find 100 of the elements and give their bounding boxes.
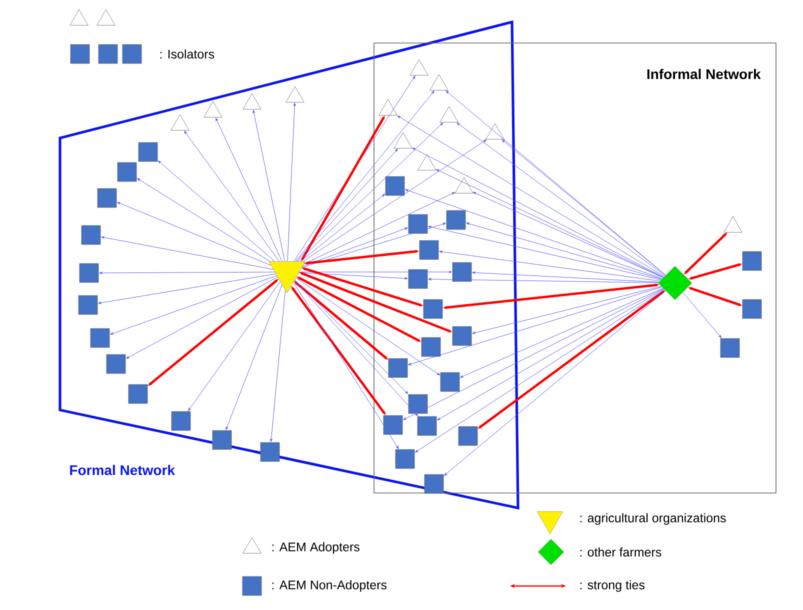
non-adopter-square: [742, 251, 762, 271]
non-adopter-square: [90, 328, 110, 348]
tie-arrow: [436, 169, 664, 278]
tie-arrow: [472, 192, 664, 278]
tie-arrow: [270, 290, 286, 442]
non-adopter-square: [81, 225, 101, 245]
non-adopter-square: [70, 44, 90, 64]
farmer-diamond: [658, 266, 692, 300]
adopter-triangle: [486, 123, 504, 140]
tie-arrow: [216, 118, 282, 262]
tie-arrow: [293, 282, 399, 449]
tie-arrow: [294, 280, 408, 394]
non-adopter-square: [98, 44, 118, 64]
non-adopter-square: [138, 142, 158, 162]
tie-arrow: [101, 236, 274, 270]
adopter-triangle: [70, 9, 88, 26]
tie-arrow: [226, 284, 282, 430]
tie-arrow: [439, 250, 660, 282]
non-adopter-square: [395, 449, 415, 469]
non-adopter-square: [423, 299, 443, 319]
tie-arrow: [252, 110, 286, 262]
tie-arrow: [304, 192, 455, 264]
tie-arrow: [296, 148, 398, 262]
non-adopter-square: [388, 358, 408, 378]
non-adopter-square: [440, 372, 460, 392]
non-adopter-square: [79, 263, 99, 283]
tie-arrow: [456, 122, 666, 276]
tie-arrow: [184, 130, 280, 262]
adopter-triangle: [242, 93, 262, 110]
adopter-triangle: [96, 9, 116, 26]
tie-arrow: [110, 275, 277, 335]
tie-arrow: [117, 202, 272, 266]
non-adopter-square: [171, 411, 191, 431]
legend-label: : AEM Adopters: [272, 542, 360, 554]
tie-arrow: [295, 90, 434, 262]
tie-arrow: [428, 278, 658, 283]
adopter-triangle: [454, 177, 474, 194]
non-adopter-square: [408, 214, 428, 234]
tie-arrow: [302, 140, 486, 262]
adopter-triangle: [430, 74, 448, 90]
adopter-triangle: [394, 132, 412, 148]
tie-arrow: [397, 116, 665, 277]
tie-arrow: [298, 122, 444, 262]
adopter-triangle: [440, 106, 458, 122]
non-adopter-square: [446, 210, 466, 230]
tie-arrow: [466, 222, 662, 280]
tie-arrow: [299, 270, 452, 274]
non-adopter-square: [122, 44, 142, 64]
adopter-triangle: [170, 114, 190, 130]
non-adopter-square: [742, 299, 762, 319]
adopter-triangle: [418, 154, 436, 170]
non-adopter-square: [385, 176, 405, 196]
tie-arrow: [302, 222, 446, 268]
tie-arrow: [472, 286, 662, 334]
non-adopter-square: [452, 262, 472, 282]
tie-arrow: [460, 288, 664, 378]
tie-arrow: [302, 228, 408, 266]
non-adopter-square: [212, 430, 232, 450]
non-adopter-square: [720, 338, 740, 358]
adopter-triangle: [204, 101, 222, 118]
tie-arrow: [300, 194, 385, 262]
non-adopter-square: [128, 384, 148, 404]
non-adopter-square: [408, 269, 428, 289]
tie-arrow: [408, 286, 662, 366]
tie-arrow: [298, 272, 408, 280]
legend-label: : strong ties: [580, 580, 645, 592]
tie-arrow: [415, 290, 665, 453]
non-adopter-square: [452, 326, 472, 346]
tie-arrow: [126, 276, 278, 359]
tie-arrow: [412, 148, 664, 278]
non-adopter-square: [260, 442, 280, 462]
tie-arrow: [294, 280, 418, 416]
non-adopter-square: [424, 474, 444, 494]
non-adopter-square: [421, 337, 441, 357]
adopter-triangle: [724, 216, 742, 232]
legend-label: : agricultural organizations: [580, 513, 726, 525]
tie-arrow: [99, 272, 275, 274]
adopter-triangle: [286, 86, 304, 102]
tie-arrow: [137, 178, 270, 262]
non-adopter-square: [117, 162, 137, 182]
non-adopter-square: [97, 188, 117, 208]
non-adopter-square: [106, 354, 126, 374]
tie-arrow: [405, 189, 662, 279]
isolators-label: : Isolators: [160, 49, 214, 59]
tie-arrow: [502, 140, 666, 276]
tie-arrow: [296, 278, 440, 376]
tie-arrow: [446, 90, 666, 276]
tie-arrow: [287, 102, 296, 262]
non-adopter-square: [383, 415, 403, 435]
non-adopter-square: [419, 240, 439, 260]
non-adopter-square: [417, 416, 437, 436]
adopter-triangle: [410, 59, 428, 76]
non-adopter-square: [458, 426, 478, 446]
tie-arrow: [98, 274, 276, 304]
legend-label: : AEM Non-Adopters: [272, 580, 387, 592]
adopter-triangle: [378, 99, 398, 116]
organization-triangle: [268, 261, 306, 294]
tie-arrow: [158, 160, 275, 262]
tie-arrow: [472, 271, 659, 282]
tie-arrow: [188, 281, 280, 411]
